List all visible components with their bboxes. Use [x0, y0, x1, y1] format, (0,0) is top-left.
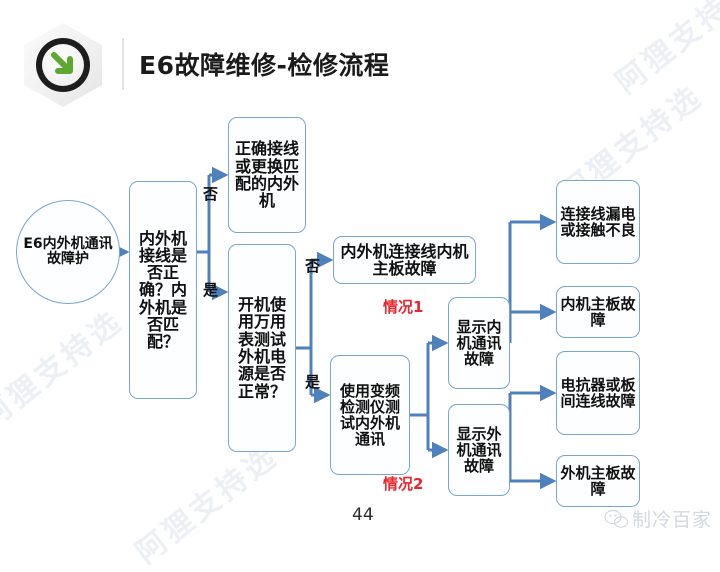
edge-label-yes1: 是	[203, 281, 219, 299]
flow-node-fault2: 内机主板故障	[556, 286, 640, 338]
flow-node-label: 内外机连接线内机主板故障	[340, 241, 469, 278]
flow-node-label: 显示内机通讯故障	[456, 317, 502, 369]
flow-node-label: 内机主板故障	[560, 294, 636, 329]
flow-node-fault4: 外机主板故障	[556, 455, 640, 507]
flow-node-outdoor: 显示外机通讯故障	[448, 404, 510, 496]
flow-node-label: 连接线漏电或接触不良	[560, 204, 636, 239]
flow-node-label: 正确接线或更换匹配的内外机	[234, 139, 299, 211]
header-divider	[122, 38, 124, 90]
flow-node-check3: 使用变频检测仪测试内外机通讯	[330, 355, 410, 475]
flow-node-check2: 开机使用万用表测试外机电源是否正常？	[228, 244, 296, 452]
case-label-case1: 情况1	[383, 298, 424, 316]
down-right-arrow-hexagon-badge-icon	[17, 20, 109, 110]
edge-label-no2: 否	[305, 257, 321, 275]
slide-header: E6故障维修-检修流程	[0, 0, 720, 112]
flow-node-label: 开机使用万用表测试外机电源是否正常？	[237, 295, 286, 401]
flow-node-indoor: 显示内机通讯故障	[448, 297, 510, 389]
flow-node-fault3: 电抗器或板间连线故障	[556, 351, 640, 435]
flow-node-label: 外机主板故障	[560, 463, 636, 498]
flow-node-label: 显示外机通讯故障	[456, 424, 502, 476]
case-label-case2: 情况2	[383, 475, 424, 493]
flow-node-fix1: 正确接线或更换匹配的内外机	[228, 117, 306, 233]
flow-node-label: 内外机接线是否正确？内外机是否匹配？	[138, 228, 187, 352]
flow-node-label: 电抗器或板间连线故障	[560, 375, 636, 410]
page-number: 44	[352, 505, 374, 525]
page-title: E6故障维修-检修流程	[139, 51, 390, 80]
edge-label-yes2: 是	[305, 373, 321, 391]
flow-node-label: E6内外机通讯故障护	[23, 235, 113, 267]
flow-node-result1: 内外机连接线内机主板故障	[333, 236, 476, 284]
flow-node-label: 使用变频检测仪测试内外机通讯	[339, 381, 400, 449]
flow-node-fault1: 连接线漏电或接触不良	[556, 180, 640, 264]
flowchart: E6内外机通讯故障护内外机接线是否正确？内外机是否匹配？ 正确接线或更换匹配的内外…	[16, 117, 640, 507]
edge-label-no1: 否	[203, 185, 219, 203]
flow-node-start: E6内外机通讯故障护	[16, 200, 120, 304]
flow-node-check1: 内外机接线是否正确？内外机是否匹配？	[129, 181, 197, 399]
